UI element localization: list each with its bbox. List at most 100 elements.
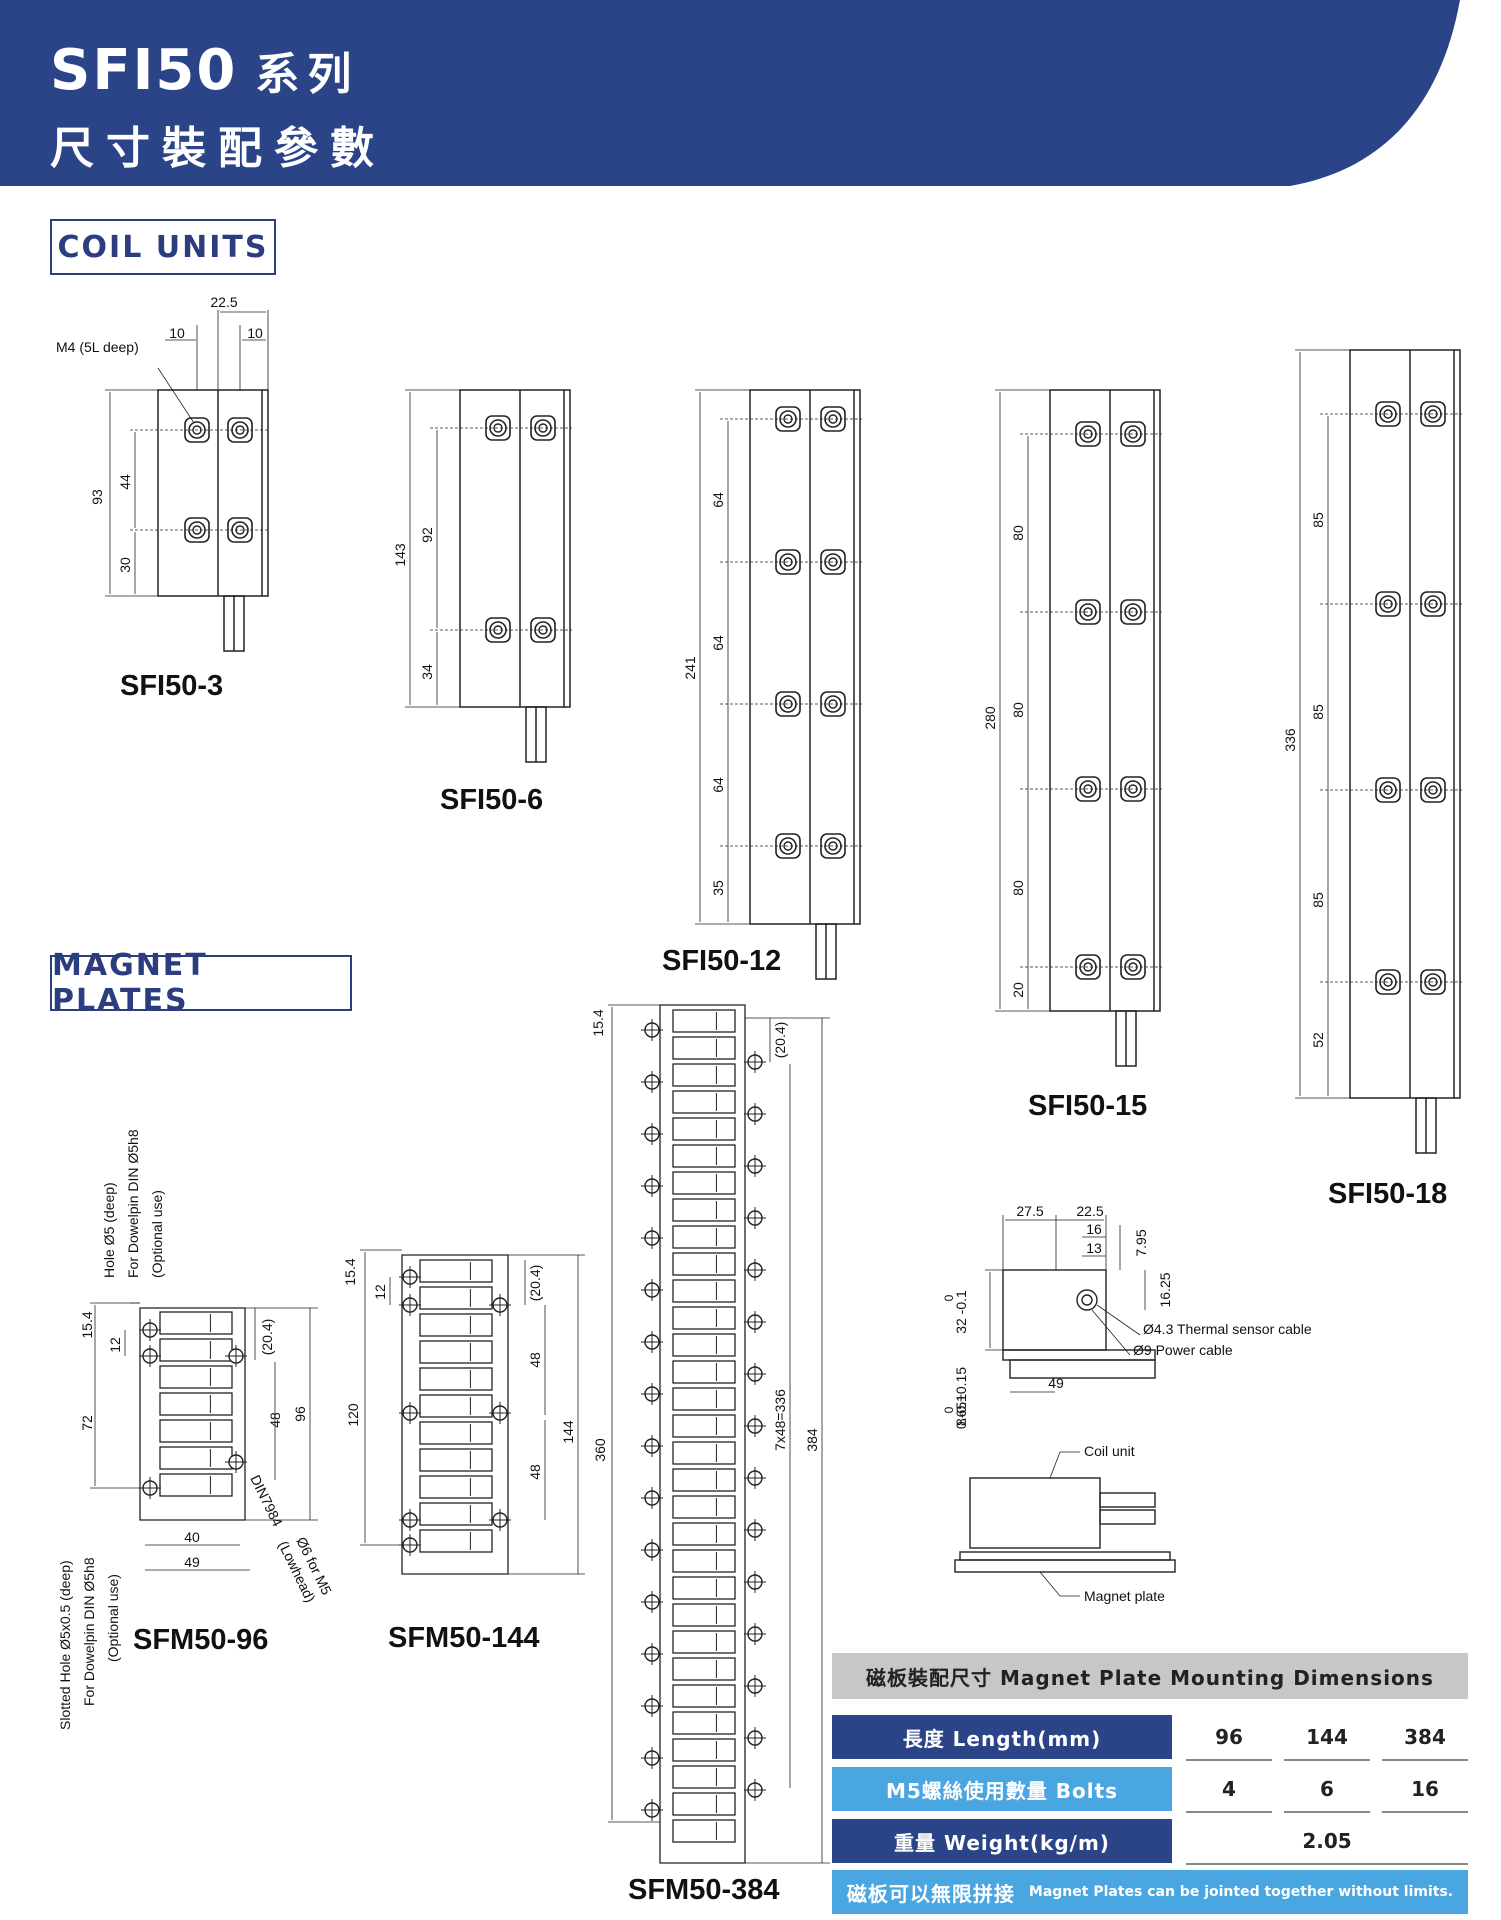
drawing-sfi50-6: [405, 389, 572, 763]
sfm50-384-magnet-strip: [672, 1441, 736, 1465]
dim-label: 35: [710, 880, 726, 896]
sfm50-384-magnet-strip: [672, 1414, 736, 1438]
sfm50-384-magnet-strip: [672, 1063, 736, 1087]
sfm50-96-magnet-strip: [159, 1473, 233, 1497]
model-label-sfm50-144: SFM50-144: [388, 1622, 540, 1654]
sfm50-384-magnet-strip: [672, 1090, 736, 1114]
dim-label: 80: [1010, 525, 1026, 541]
drawing-sfi50-18: [1295, 349, 1462, 1154]
table-title: 磁板裝配尺寸 Magnet Plate Mounting Dimensions: [832, 1653, 1468, 1699]
dim-label: 40: [184, 1529, 200, 1545]
hole-note: (Optional use): [149, 1190, 165, 1278]
dim-label: 15.4: [79, 1311, 95, 1338]
sfm50-96-magnet-strip: [159, 1392, 233, 1416]
table-cell: 384: [1382, 1715, 1468, 1761]
sfm50-384-magnet-strip: [672, 1495, 736, 1519]
dim-label: (20.4): [772, 1022, 788, 1059]
power-cable-note: Ø9 Power cable: [1133, 1342, 1233, 1358]
sfm50-384-magnet-strip: [672, 1630, 736, 1654]
table-row-label-length: 長度 Length(mm): [832, 1715, 1172, 1759]
sfm50-384-magnet-strip: [672, 1009, 736, 1033]
dim-label: 144: [560, 1420, 576, 1444]
dim-label: 143: [392, 543, 408, 567]
sfm50-384-magnet-strip: [672, 1684, 736, 1708]
dim-label: (20.4): [259, 1319, 275, 1356]
hole-note: M4 (5L deep): [56, 339, 139, 355]
sfm50-144-magnet-strip: [419, 1259, 493, 1283]
sfm50-144-magnet-strip: [419, 1340, 493, 1364]
sfm50-96-magnet-strip: [159, 1311, 233, 1335]
table-cell: 16: [1382, 1767, 1468, 1813]
dim-label: 72: [79, 1415, 95, 1431]
sfm50-384-magnet-strip: [672, 1603, 736, 1627]
dim-label: 16: [1086, 1221, 1102, 1237]
slot-note: (Optional use): [105, 1574, 121, 1662]
sfm50-144-magnet-strip: [419, 1394, 493, 1418]
dim-label: 120: [345, 1403, 361, 1427]
sfm50-144-magnet-strip: [419, 1448, 493, 1472]
sfm50-384-magnet-strip: [672, 1549, 736, 1573]
coil-unit-label: Coil unit: [1084, 1443, 1135, 1459]
dim-label: 13: [1086, 1240, 1102, 1256]
footer-en: Magnet Plates can be jointed together wi…: [1028, 1884, 1454, 1900]
screw-note: DIN7984: [247, 1472, 286, 1529]
model-label-sfm50-96: SFM50-96: [133, 1624, 269, 1656]
dim-label: 15.4: [590, 1009, 606, 1036]
dim-label: 0: [942, 1406, 956, 1413]
sfm50-384-magnet-strip: [672, 1036, 736, 1060]
hole-note: Hole Ø5 (deep): [101, 1182, 117, 1278]
thermal-cable-note: Ø4.3 Thermal sensor cable: [1143, 1321, 1312, 1337]
dim-label: 64: [710, 492, 726, 508]
sfm50-384-magnet-strip: [672, 1387, 736, 1411]
dim-label: 80: [1010, 880, 1026, 896]
sfm50-144-magnet-strip: [419, 1421, 493, 1445]
dim-label: 22.5: [210, 294, 237, 310]
dim-label: 30: [117, 557, 133, 573]
dim-label: 10: [247, 325, 263, 341]
sfm50-384-magnet-strip: [672, 1333, 736, 1357]
sfm50-384-magnet-strip: [672, 1468, 736, 1492]
dim-label: 34: [419, 664, 435, 680]
footer-cn: 磁板可以無限拼接: [846, 1881, 1015, 1906]
dim-label: 27.5: [1016, 1203, 1043, 1219]
dim-label: 12: [107, 1337, 123, 1353]
magnet-plate-label: Magnet plate: [1084, 1588, 1165, 1604]
page-subtitle: 尺寸裝配參數: [50, 123, 386, 174]
sfm50-384-magnet-strip: [672, 1171, 736, 1195]
sfm50-144-magnet-strip: [419, 1313, 493, 1337]
table-row-label-bolts: M5螺絲使用數量 Bolts: [832, 1767, 1172, 1811]
dim-label: 64: [710, 635, 726, 651]
table-cell: 4: [1186, 1767, 1272, 1813]
dim-label: 49: [184, 1554, 200, 1570]
slot-note: For Dowelpin DIN Ø5h8: [81, 1557, 97, 1706]
drawing-sfm50-384: [608, 1004, 830, 1864]
sfm50-384-magnet-strip: [672, 1657, 736, 1681]
dim-label: 93: [89, 489, 105, 505]
sfm50-384-magnet-strip: [672, 1360, 736, 1384]
dim-label: 0: [942, 1294, 956, 1301]
dim-label: 48: [527, 1352, 543, 1368]
table-cell: 2.05: [1186, 1819, 1468, 1865]
dim-label: 280: [982, 706, 998, 730]
sfm50-384-magnet-strip: [672, 1711, 736, 1735]
series-title: 系列: [255, 49, 360, 100]
dim-label: 85: [1310, 704, 1326, 720]
dim-label: 96: [292, 1406, 308, 1422]
sfm50-384-magnet-strip: [672, 1522, 736, 1546]
sfm50-384-magnet-strip: [672, 1252, 736, 1276]
drawing-sfi50-12: [695, 389, 862, 980]
table-row-label-weight: 重量 Weight(kg/m): [832, 1819, 1172, 1863]
drawing-sfm50-96: [90, 1302, 318, 1571]
model-label-sfi50-12: SFI50-12: [662, 945, 782, 977]
assembly-drawing: [954, 1451, 1176, 1597]
sfm50-384-magnet-strip: [672, 1117, 736, 1141]
dim-label: 20: [1010, 982, 1026, 998]
sfm50-144-magnet-strip: [419, 1529, 493, 1553]
dim-label: 44: [117, 474, 133, 490]
dim-label: 241: [682, 656, 698, 680]
cross-section-drawing: [985, 1215, 1156, 1393]
drawing-sfi50-3: [105, 310, 270, 652]
sfm50-384-magnet-strip: [672, 1576, 736, 1600]
